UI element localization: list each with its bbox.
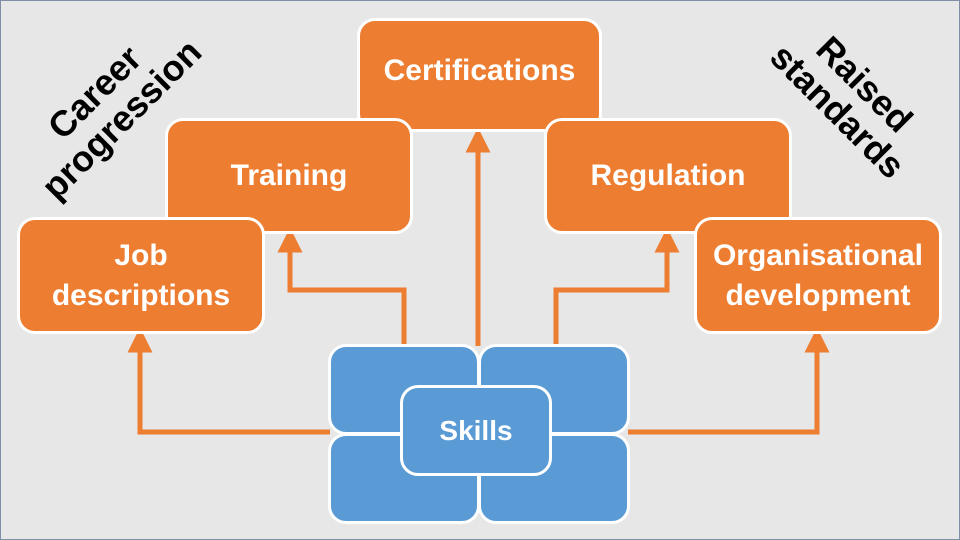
arrow-to-regulation: [553, 227, 680, 346]
arrow-to-training: [277, 227, 407, 346]
training-label: Training: [230, 159, 348, 193]
job-descriptions-label-line2: descriptions: [51, 278, 231, 312]
regulation-box: Regulation: [544, 118, 792, 234]
regulation-label: Regulation: [590, 159, 746, 193]
arrow-to-organisational-development: [628, 327, 830, 435]
organisational-development-label-line1: Organisational: [712, 238, 924, 272]
skills-center-box: Skills: [400, 385, 552, 476]
skills-label: Skills: [439, 414, 513, 446]
job-descriptions-label-line1: Job: [114, 238, 168, 272]
arrow-to-job-descriptions: [127, 327, 330, 435]
certifications-label: Certifications: [383, 54, 576, 88]
certifications-box: Certifications: [357, 18, 602, 132]
organisational-development-box: Organisational development: [694, 217, 942, 334]
job-descriptions-box: Job descriptions: [17, 217, 265, 334]
skills-block-bottom-right: [478, 433, 630, 524]
training-box: Training: [165, 118, 413, 234]
organisational-development-label-line2: development: [725, 278, 911, 312]
